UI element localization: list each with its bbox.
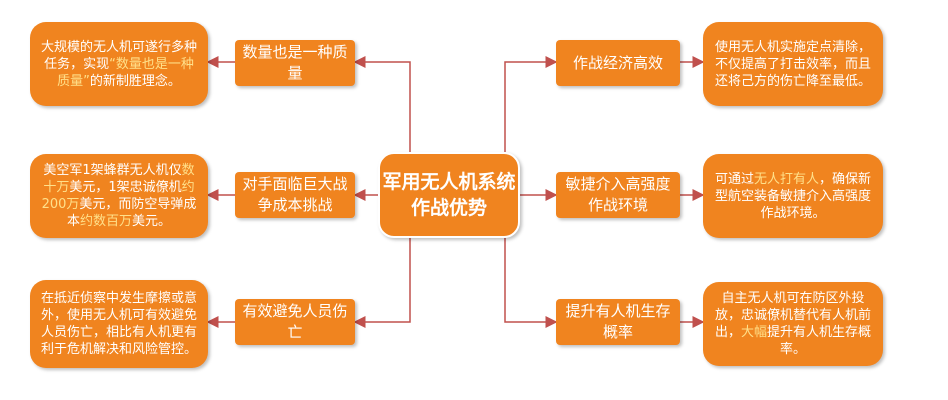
left-connector-top: [353, 56, 411, 152]
note-agile-intervention: 可通过无人打有人，确保新型航空装备敏捷介入高强度作战环境。: [703, 154, 883, 238]
note-cost-challenge: 美空军1架蜂群无人机仅数十万美元，1架忠诚僚机约200万美元，而防空导弹成本约数…: [30, 154, 208, 238]
note-quantity-quality: 大规模的无人机可遂行多种任务，实现“数量也是一种质量”的新制胜理念。: [30, 22, 208, 106]
note-avoid-casualties: 在抵近侦察中发生摩擦或意外，使用无人机可有效避免人员伤亡，相比有人机更有利于危机…: [30, 280, 208, 368]
note-text: 在抵近侦察中发生摩擦或意外，使用无人机可有效避免人员伤亡，相比有人机更有利于危机…: [40, 291, 197, 357]
branch-agile-intervention: 敏捷介入高强度作战环境: [556, 172, 680, 218]
branch-label: 数量也是一种质量: [242, 43, 348, 82]
center-node: 军用无人机系统作战优势: [378, 152, 520, 238]
right-connector-top: [504, 56, 558, 152]
branch-avoid-casualties: 有效避免人员伤亡: [235, 299, 355, 345]
branch-label: 对手面临巨大战争成本挑战: [242, 175, 348, 214]
branch-economic-efficiency: 作战经济高效: [556, 40, 680, 86]
branch-quantity-quality: 数量也是一种质量: [235, 40, 355, 86]
center-title: 军用无人机系统作战优势: [382, 171, 516, 219]
note-economic-efficiency: 使用无人机实施定点清除，不仅提高了打击效率，而且还将己方的伤亡降至最低。: [703, 22, 883, 106]
branch-cost-challenge: 对手面临巨大战争成本挑战: [235, 172, 355, 218]
right-connector-bottom: [504, 238, 558, 328]
note-text: 自主无人机可在防区外投放，忠诚僚机替代有人机前出，大幅提升有人机生存概率。: [714, 291, 872, 357]
note-text: 使用无人机实施定点清除，不仅提高了打击效率，而且还将己方的伤亡降至最低。: [714, 39, 871, 89]
branch-label: 有效避免人员伤亡: [242, 302, 348, 341]
left-connector-bottom: [353, 238, 411, 328]
note-text: 大规模的无人机可遂行多种任务，实现“数量也是一种质量”的新制胜理念。: [40, 39, 197, 89]
branch-label: 敏捷介入高强度作战环境: [565, 175, 671, 214]
branch-label: 提升有人机生存概率: [565, 302, 671, 341]
note-text: 美空军1架蜂群无人机仅数十万美元，1架忠诚僚机约200万美元，而防空导弹成本约数…: [41, 163, 197, 229]
branch-label: 作战经济高效: [572, 53, 663, 72]
branch-survival-rate: 提升有人机生存概率: [556, 299, 680, 345]
note-survival-rate: 自主无人机可在防区外投放，忠诚僚机替代有人机前出，大幅提升有人机生存概率。: [703, 282, 883, 366]
note-text: 可通过无人打有人，确保新型航空装备敏捷介入高强度作战环境。: [714, 171, 872, 221]
